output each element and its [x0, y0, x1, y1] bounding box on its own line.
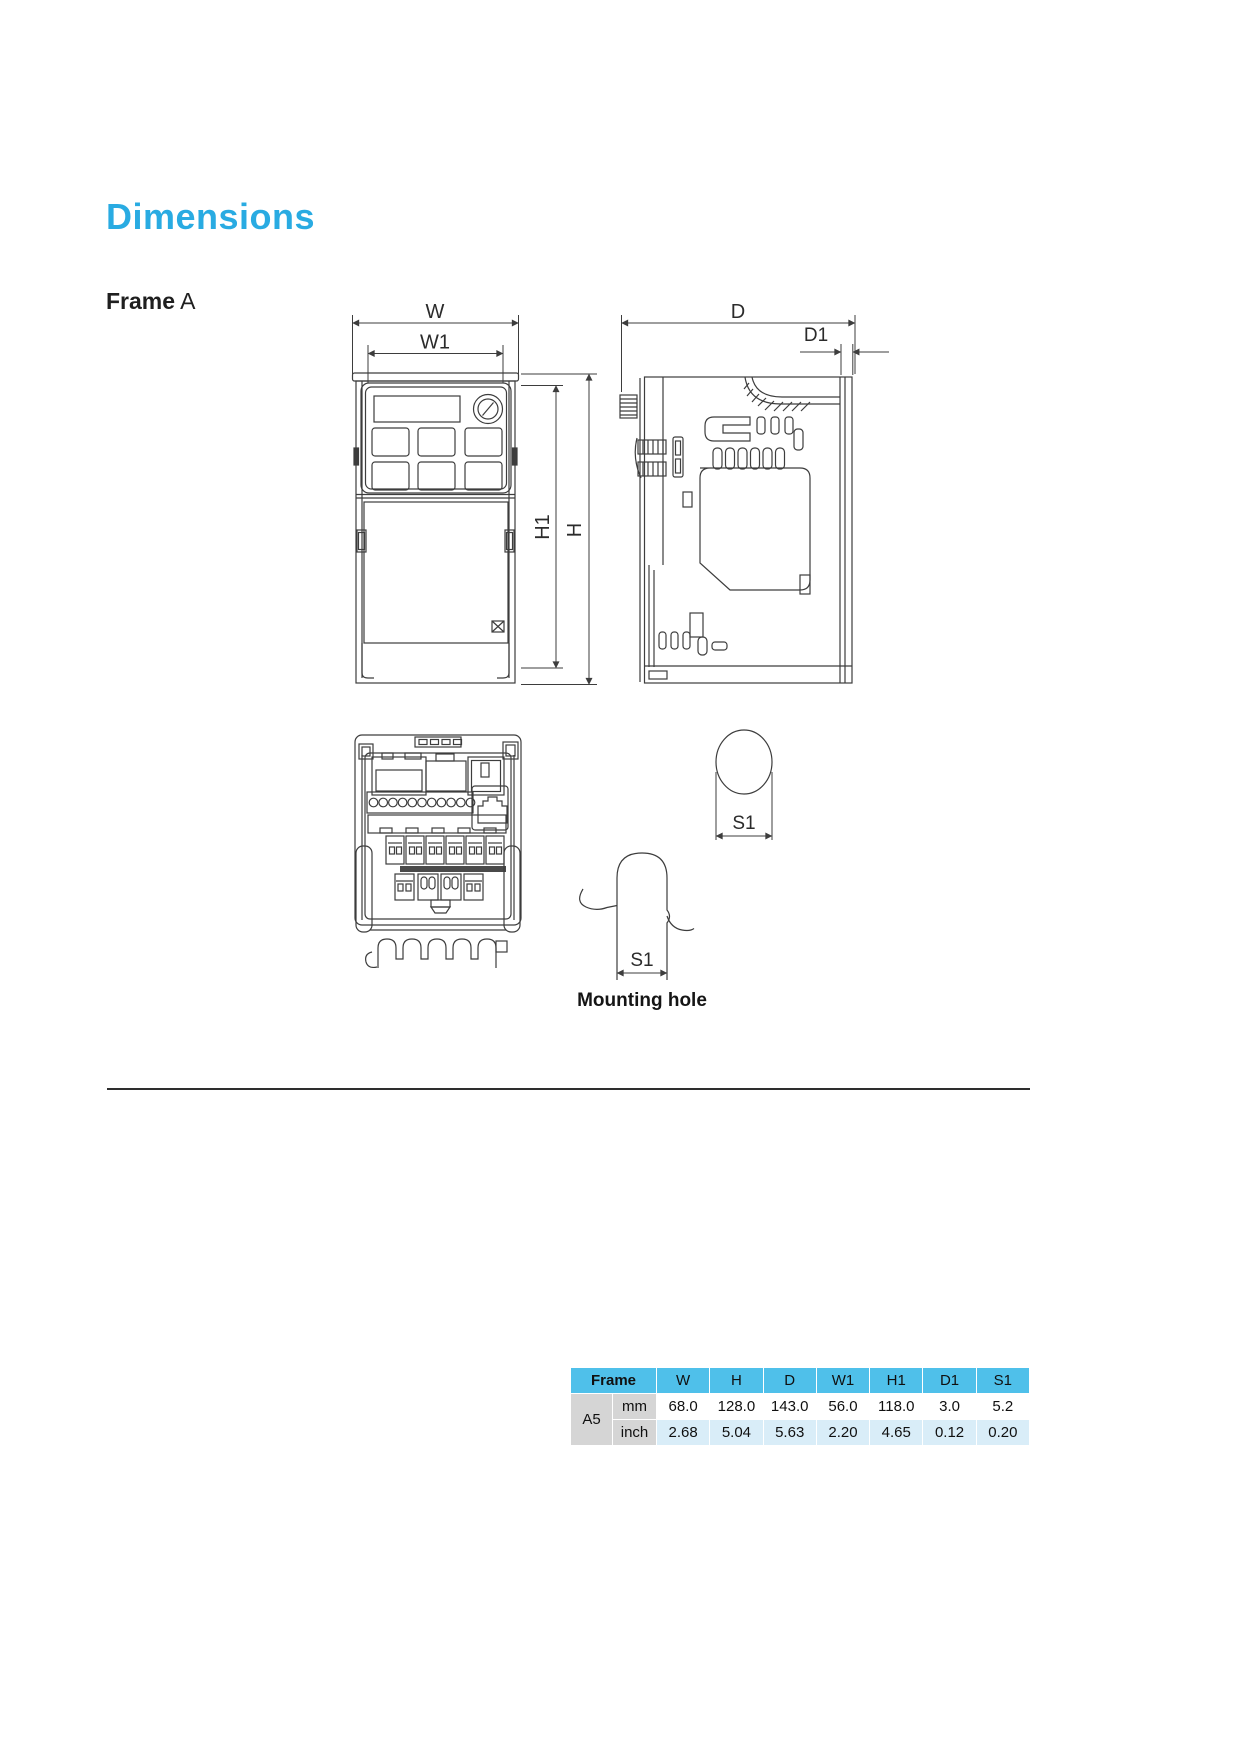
frame-heading: Frame A [106, 288, 196, 315]
dim-label-s1-top: S1 [732, 813, 755, 834]
value-inch-d: 5.63 [762, 1419, 817, 1446]
value-inch-w1: 2.20 [815, 1419, 871, 1446]
frame-name-cell: A5 [570, 1393, 613, 1446]
knob-icon [472, 393, 504, 425]
value-inch-w: 2.68 [655, 1419, 711, 1446]
mounting-hole-circle-drawing [715, 729, 773, 840]
value-inch-h: 5.04 [709, 1419, 764, 1446]
side-view-dimensions [621, 315, 889, 392]
value-mm-d1: 3.0 [922, 1393, 977, 1420]
value-inch-s1: 0.20 [975, 1419, 1031, 1446]
unit-cell-mm: mm [612, 1393, 657, 1420]
table-row-inch: inch 2.68 5.04 5.63 2.20 4.65 0.12 0.20 [571, 1419, 1031, 1446]
dim-label-s1-bottom: S1 [630, 950, 653, 971]
frame-heading-value: A [180, 288, 196, 314]
table-header-h1: H1 [869, 1367, 924, 1394]
value-mm-s1: 5.2 [975, 1393, 1031, 1420]
unit-cell-inch: inch [612, 1419, 657, 1446]
value-mm-h1: 118.0 [869, 1393, 924, 1420]
dim-label-d: D [731, 301, 745, 323]
dim-label-h: H [564, 523, 586, 537]
table-header-frame: Frame [570, 1367, 657, 1394]
dim-label-w1: W1 [420, 332, 450, 354]
front-view-dimensions [352, 315, 597, 685]
page-title: Dimensions [106, 196, 316, 237]
dimensions-table: Frame W H D W1 H1 D1 S1 A5 mm 68.0 128.0… [570, 1367, 1031, 1446]
table-header-w: W [655, 1367, 711, 1394]
mounting-hole-caption: Mounting hole [577, 990, 707, 1011]
dim-label-h1: H1 [532, 514, 554, 540]
frame-heading-label: Frame [106, 288, 176, 314]
value-mm-d: 143.0 [762, 1393, 817, 1420]
table-header-d: D [762, 1367, 817, 1394]
section-divider [107, 1088, 1030, 1090]
table-row-mm: A5 mm 68.0 128.0 143.0 56.0 118.0 3.0 5.… [570, 1393, 1031, 1446]
value-mm-w: 68.0 [655, 1393, 711, 1420]
value-inch-d1: 0.12 [922, 1419, 977, 1446]
front-view-drawing [351, 372, 520, 684]
table-header-d1: D1 [922, 1367, 977, 1394]
dim-label-w: W [426, 301, 445, 323]
dim-label-d1: D1 [804, 325, 828, 346]
value-mm-w1: 56.0 [815, 1393, 871, 1420]
value-inch-h1: 4.65 [869, 1419, 924, 1446]
table-header-w1: W1 [815, 1367, 871, 1394]
value-mm-h: 128.0 [709, 1393, 764, 1420]
table-header-row: Frame W H D W1 H1 D1 S1 [570, 1367, 1031, 1394]
dimension-drawings: W W1 H1 H [351, 301, 889, 980]
table-header-s1: S1 [975, 1367, 1031, 1394]
rj45-port-icon [471, 785, 509, 831]
mounting-hole-slot-drawing [579, 852, 695, 980]
bottom-view-drawing [354, 734, 522, 969]
side-view-drawing [619, 376, 853, 684]
table-header-h: H [709, 1367, 764, 1394]
